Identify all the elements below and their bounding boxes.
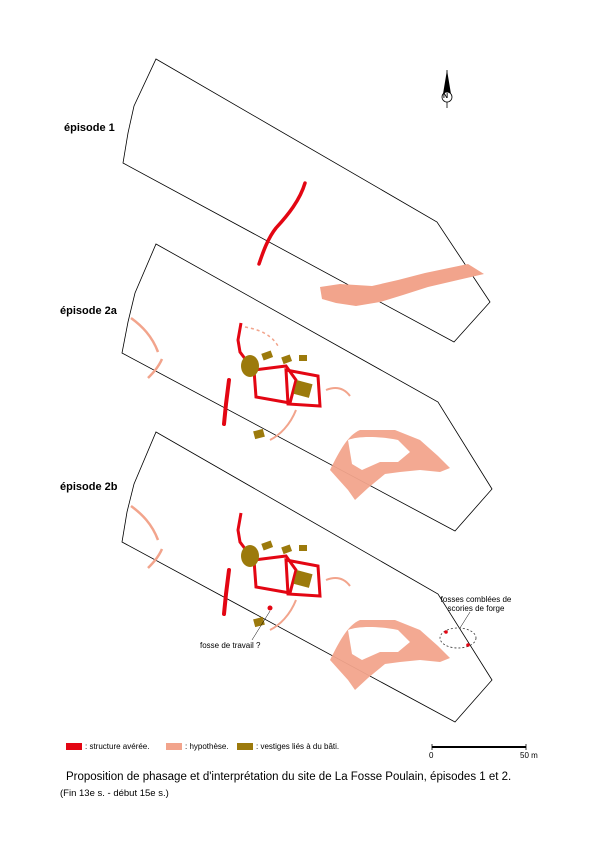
- legend-hypothesis: : hypothèse.: [166, 742, 229, 751]
- legend-hypothesis-label: : hypothèse.: [185, 742, 229, 751]
- scale-bar: [431, 744, 527, 750]
- episode-1-hypothesis-band: [320, 264, 484, 306]
- legend-swatch-hypothesis: [166, 743, 182, 750]
- episode-1-label: épisode 1: [64, 122, 115, 134]
- north-arrow-icon: [441, 70, 453, 108]
- forge-pits-line-2: scories de forge: [447, 604, 505, 613]
- legend-building: : vestiges liés à du bâti.: [237, 742, 339, 751]
- figure-caption-dates: (Fin 13e s. - début 15e s.): [60, 788, 169, 799]
- episode-2a-features: [130, 316, 450, 500]
- legend-swatch-confirmed: [66, 743, 82, 750]
- episode-1-ditch: [257, 181, 307, 266]
- legend-swatch-building: [237, 743, 253, 750]
- forge-pits-annotation: fosses comblées de scories de forge: [434, 595, 518, 613]
- episode-2b-features: [130, 504, 477, 690]
- episode-2a-plot-outline: [121, 243, 493, 532]
- legend-building-label: : vestiges liés à du bâti.: [256, 742, 340, 751]
- work-pit-annotation: fosse de travail ?: [200, 641, 261, 650]
- scale-end-label: 50 m: [520, 751, 538, 760]
- figure-caption: Proposition de phasage et d'interprétati…: [66, 771, 512, 783]
- scale-start-label: 0: [429, 751, 434, 760]
- north-label: N: [443, 93, 449, 100]
- forge-pits-line-1: fosses comblées de: [440, 595, 512, 604]
- episode-2a-label: épisode 2a: [60, 305, 117, 317]
- episode-2b-plot-outline: [121, 431, 493, 723]
- episode-1-plot-outline: [122, 58, 491, 343]
- legend-confirmed: : structure avérée.: [66, 742, 149, 751]
- legend-confirmed-label: : structure avérée.: [85, 742, 150, 751]
- episode-2b-label: épisode 2b: [60, 481, 118, 493]
